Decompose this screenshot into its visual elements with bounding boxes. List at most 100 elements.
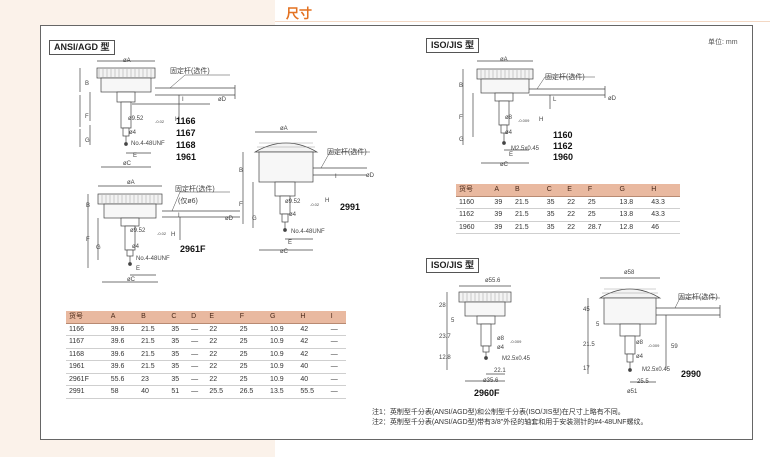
table-cell: 10.9: [267, 360, 298, 374]
dim-2991-stem-tol: -0.02: [310, 202, 320, 207]
table-cell: 39.6: [107, 348, 139, 361]
table-cell: 1160: [456, 196, 492, 209]
table-cell: 21.5: [138, 323, 169, 336]
ansi-header-cell: E: [206, 311, 237, 324]
dim-2991-E: E: [288, 240, 293, 246]
table-cell: 42: [297, 323, 328, 336]
drawing-2960f-outline: [446, 285, 512, 382]
dim-2960f-dia2: ø35.6: [483, 378, 499, 384]
dim-2961f-H: H: [171, 232, 176, 238]
table-cell: 25: [584, 208, 617, 222]
dim-1160-tip: ø4: [505, 130, 513, 136]
table-cell: 39: [491, 196, 512, 209]
drawing-1166-outline: [79, 60, 236, 168]
model-1960: 1960: [553, 152, 574, 162]
dim-2960f-stem: ø8: [497, 336, 505, 342]
model-2990: 2990: [681, 369, 702, 379]
table-cell: —: [327, 335, 346, 349]
dim-2960f-h237: 23.7: [439, 334, 451, 340]
model-1162: 1162: [553, 141, 573, 151]
dim-1160-B: B: [459, 83, 464, 89]
footnotes: 注1：英制型千分表(ANSI/AGD型)和公制型千分表(ISO/JIS型)在尺寸…: [372, 408, 648, 428]
table-cell: —: [327, 360, 346, 374]
table-cell: 40: [297, 360, 328, 374]
dim-2990-dia2: ø51: [627, 389, 638, 395]
table-cell: 21.5: [512, 221, 544, 234]
dim-2960f-thread: M2.5x0.45: [502, 356, 531, 362]
dim-1160-F: F: [459, 115, 463, 121]
dim-2961f-E: E: [136, 266, 141, 272]
dim-1160-thread: M2.5x0.45: [511, 146, 540, 152]
title-rule: [275, 21, 770, 22]
table-cell: —: [188, 360, 207, 374]
iso-table-header: 货号 A B C E F G H: [456, 184, 680, 197]
model-2991: 2991: [340, 202, 361, 212]
table-cell: 21.5: [512, 208, 544, 222]
dim-2991-G: G: [252, 216, 257, 222]
table-cell: 1961: [66, 360, 108, 374]
table-cell: 39: [491, 208, 512, 222]
dim-1160-stem-tol: -0.009: [518, 118, 530, 123]
dim-2961f-stem-tol: -0.02: [157, 231, 167, 236]
iso-header-cell: B: [512, 184, 544, 197]
dim-1160-G: G: [459, 137, 464, 143]
dim-1166-G: G: [85, 138, 90, 144]
table-cell: 10.9: [267, 373, 298, 386]
dim-2991-phiD: øD: [366, 173, 374, 179]
model-2960f: 2960F: [474, 388, 500, 398]
table-cell: 42: [297, 335, 328, 349]
table-cell: 1168: [66, 348, 108, 361]
table-cell: 25: [236, 373, 268, 386]
ansi-header-cell: I: [327, 311, 346, 324]
table-cell: —: [327, 373, 346, 386]
table-cell: 10.9: [267, 335, 298, 349]
table-cell: 21.5: [512, 196, 544, 209]
ansi-header-cell: D: [188, 311, 207, 324]
section-title: 尺寸: [286, 6, 313, 21]
iso-header-cell: 货号: [456, 184, 492, 197]
callout-2990-lever: 固定杆(选件): [678, 294, 718, 301]
table-cell: —: [188, 385, 207, 399]
table-cell: 46: [648, 221, 680, 234]
table-cell: 12.8: [616, 221, 649, 234]
dim-2961f-I: I: [178, 213, 180, 219]
table-cell: —: [327, 323, 346, 336]
dim-2991-phiA: øA: [280, 126, 288, 132]
table-cell: 10.9: [267, 348, 298, 361]
table-cell: 35: [168, 373, 189, 386]
iso-header-cell: A: [491, 184, 512, 197]
dim-1166-phiD: øD: [218, 97, 226, 103]
table-cell: 25: [236, 348, 268, 361]
drawing-2991-outline: [242, 131, 370, 251]
table-cell: 26.5: [236, 385, 268, 399]
table-cell: 10.9: [267, 323, 298, 336]
drawing-1160-outline: [462, 60, 606, 164]
table-cell: —: [188, 335, 207, 349]
table-cell: 13.8: [616, 196, 649, 209]
dim-1160-E: E: [509, 152, 514, 158]
table-cell: —: [188, 323, 207, 336]
ansi-header-cell: 货号: [66, 311, 108, 324]
dim-2991-thread: No.4-48UNF: [291, 229, 325, 235]
dim-2960f-w221: 22.1: [494, 368, 506, 374]
table-cell: 35: [168, 335, 189, 349]
table-cell: 35: [168, 360, 189, 374]
table-cell: 21.5: [138, 335, 169, 349]
note-1: 注1：英制型千分表(ANSI/AGD型)和公制型千分表(ISO/JIS型)在尺寸…: [372, 409, 625, 416]
table-cell: 35: [543, 221, 565, 234]
table-cell: 40: [297, 373, 328, 386]
dim-1166-F: F: [85, 114, 89, 120]
dim-1166-stem-tol: -0.02: [155, 119, 165, 124]
drawing-2961f-outline: [87, 185, 240, 283]
dim-2990-h45: 45: [583, 307, 590, 313]
dim-2961f-tip: ø4: [132, 244, 140, 250]
table-cell: 22: [564, 196, 585, 209]
dim-2961f-stem: ø9.52: [130, 228, 146, 234]
dim-2960f-h28: 28: [439, 303, 446, 309]
dim-2960f-h5: 5: [451, 318, 455, 324]
ansi-header-cell: G: [267, 311, 298, 324]
table-cell: —: [327, 348, 346, 361]
